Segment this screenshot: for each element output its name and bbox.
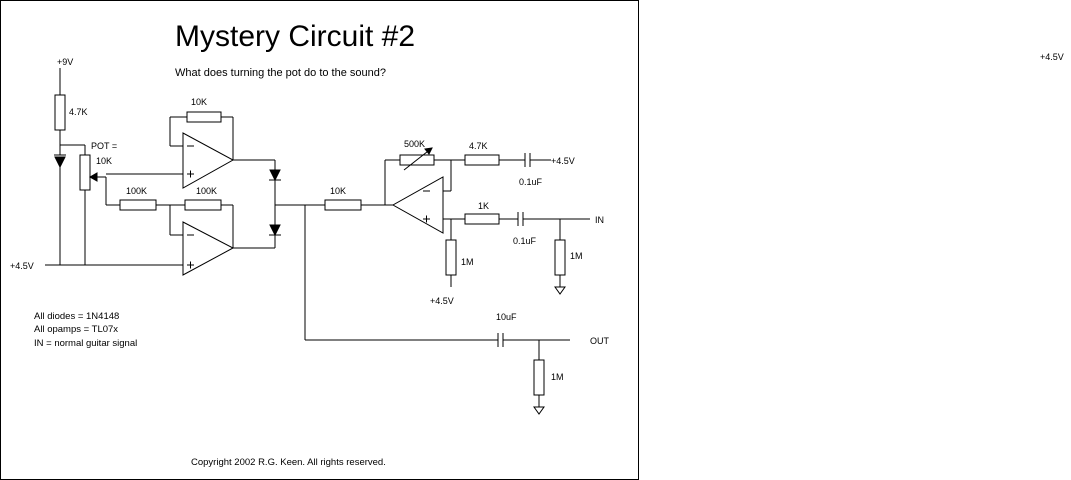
diode-icon xyxy=(54,156,66,169)
variable-arrow-icon xyxy=(424,147,433,155)
resistor-10k-mid xyxy=(324,199,362,211)
opamp-right xyxy=(384,147,590,295)
output-path xyxy=(304,205,570,415)
opamp-bottom xyxy=(106,199,275,276)
label-bias-bottom: +4.5V xyxy=(430,296,454,306)
resistor-1m-output xyxy=(533,359,545,396)
diagram-subtitle: What does turning the pot do to the soun… xyxy=(175,67,386,79)
label-r-1m-input: 1M xyxy=(570,251,583,261)
label-in: IN xyxy=(595,215,604,225)
label-r-4k7-left: 4.7K xyxy=(69,107,88,117)
resistor-1m-bias xyxy=(445,239,457,276)
label-r-1m-bias: 1M xyxy=(461,257,474,267)
pot-wiper-arrow-icon xyxy=(88,172,98,182)
resistor-100k-feedback xyxy=(184,199,222,211)
note-input: IN = normal guitar signal xyxy=(34,338,137,349)
resistor-10k-feedback xyxy=(186,111,222,123)
label-bias-far-right: +4.5V xyxy=(1040,52,1064,62)
resistor-4k7-right xyxy=(464,154,500,166)
label-c-01uf-in: 0.1uF xyxy=(513,236,537,246)
resistor-4k7-left xyxy=(54,94,66,131)
label-pot-500k: 500K xyxy=(404,139,425,149)
label-c-10uf: 10uF xyxy=(496,312,517,322)
diagram-title: Mystery Circuit #2 xyxy=(175,20,415,53)
note-diodes: All diodes = 1N4148 xyxy=(34,311,119,322)
resistor-1m-input xyxy=(554,239,566,276)
opamp-top xyxy=(105,111,275,205)
label-out: OUT xyxy=(590,336,610,346)
ground-icon xyxy=(554,286,566,295)
label-r-100k-feedback: 100K xyxy=(196,186,217,196)
label-bias-left: +4.5V xyxy=(10,261,34,271)
label-c-01uf-top: 0.1uF xyxy=(519,177,543,187)
supply-divider xyxy=(45,68,183,266)
diode-icon xyxy=(269,224,281,237)
label-pot-value: 10K xyxy=(96,156,112,166)
note-opamps: All opamps = TL07x xyxy=(34,324,118,335)
diode-pair xyxy=(269,160,325,248)
label-r-10k-feedback: 10K xyxy=(191,97,207,107)
label-r-1m-output: 1M xyxy=(551,372,564,382)
copyright-text: Copyright 2002 R.G. Keen. All rights res… xyxy=(191,457,386,468)
label-r-1k: 1K xyxy=(478,201,489,211)
pot-10k xyxy=(79,154,91,191)
label-pot: POT = xyxy=(91,141,117,151)
diode-icon xyxy=(269,169,281,182)
ground-icon xyxy=(533,406,545,415)
label-r-4k7-right: 4.7K xyxy=(469,141,488,151)
label-bias-top: +4.5V xyxy=(551,156,575,166)
label-r-100k-input: 100K xyxy=(126,186,147,196)
label-r-10k-mid: 10K xyxy=(330,186,346,196)
resistor-1k xyxy=(464,213,500,225)
label-plus9v: +9V xyxy=(57,57,73,67)
resistor-100k-input xyxy=(119,199,157,211)
